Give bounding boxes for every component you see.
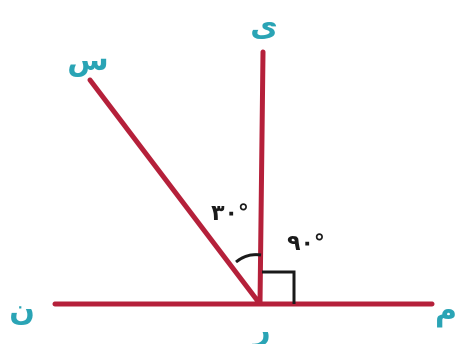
oblique-ray [87, 77, 263, 307]
point-label-upper-left: س [67, 43, 108, 78]
point-label-top: ی [250, 9, 278, 44]
angle-label-small: ۳۰° [211, 201, 249, 226]
angle-label-right: ۹۰° [287, 231, 325, 256]
point-label-left: ن [9, 293, 35, 328]
small-angle-arc [235, 253, 262, 264]
point-label-vertex: ر [251, 313, 270, 344]
right-angle-marker [262, 270, 296, 304]
vertical-ray [257, 49, 266, 307]
point-label-right: م [435, 293, 457, 328]
